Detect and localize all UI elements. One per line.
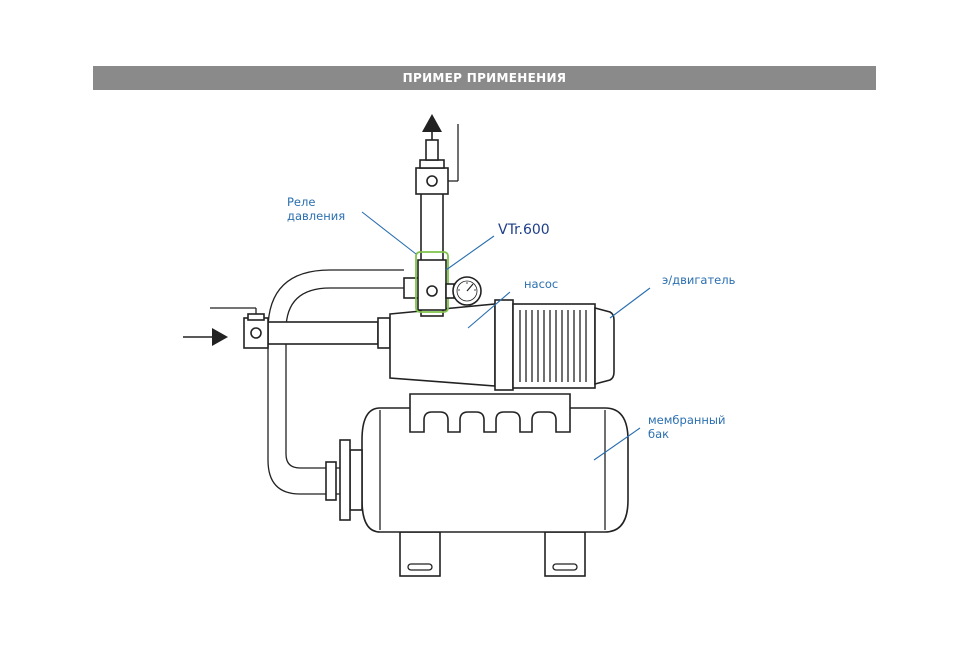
electric-motor (512, 303, 615, 389)
label-motor: э/двигатель (662, 273, 736, 287)
callout-relay (361, 211, 417, 255)
outlet-arrow-icon (422, 114, 442, 140)
inlet-pipe (210, 307, 391, 349)
pressure-gauge-icon (452, 276, 482, 306)
section-title: ПРИМЕР ПРИМЕНЕНИЯ (402, 71, 567, 85)
pump (389, 299, 514, 391)
label-relay-line1: Реле (287, 195, 315, 209)
membrane-tank (361, 407, 629, 577)
inlet-arrow-icon (183, 328, 228, 346)
callout-motor (609, 287, 651, 319)
label-relay-line2: давления (287, 209, 345, 223)
section-header: ПРИМЕР ПРИМЕНЕНИЯ (93, 66, 876, 90)
callout-tank (593, 427, 641, 461)
label-tank-line2: бак (648, 427, 669, 441)
pump-bracket (409, 393, 571, 433)
callout-model (445, 235, 495, 271)
label-tank-line1: мембранный (648, 413, 725, 427)
label-model: VTr.600 (498, 222, 550, 238)
callout-pump (467, 291, 511, 329)
tank-flange (339, 439, 363, 521)
pressure-relay-fitting (403, 251, 455, 313)
label-pump: насос (524, 277, 558, 291)
